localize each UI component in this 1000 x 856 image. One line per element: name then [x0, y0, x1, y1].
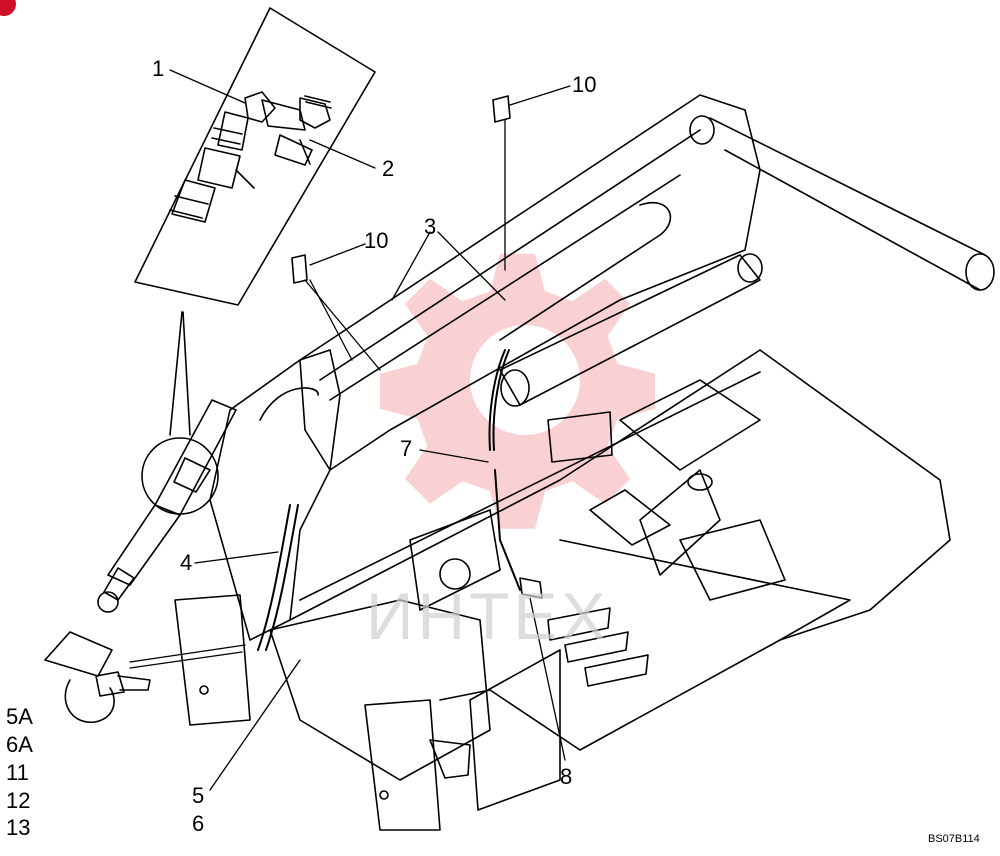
- fitting-bulkhead: [519, 577, 543, 599]
- callout-6a: 6A: [6, 732, 33, 757]
- callout-5: 5: [192, 783, 205, 808]
- front-plate: [174, 594, 561, 831]
- watermark-gear: [380, 253, 655, 529]
- callout-leaders: [129, 69, 571, 791]
- callout-10-upper: 10: [572, 72, 597, 97]
- fitting-detail-view: [134, 7, 376, 306]
- corner-badge: [0, 0, 16, 16]
- hydraulic-hoses: [257, 349, 521, 651]
- callout-6: 6: [192, 811, 205, 836]
- callout-3: 3: [424, 214, 437, 239]
- loader-arm: [259, 94, 995, 471]
- detail-leader-right: [182, 311, 191, 436]
- hydraulic-cylinder: [97, 399, 237, 613]
- callout-8: 8: [560, 764, 573, 789]
- callout-11: 11: [6, 760, 29, 785]
- callout-7: 7: [400, 436, 413, 461]
- detail-leader-left: [169, 311, 183, 436]
- hose-clip-lower: [291, 254, 308, 284]
- callout-5a: 5A: [6, 704, 33, 729]
- callout-13: 13: [6, 815, 31, 840]
- hose-clamp: [44, 631, 151, 723]
- callout-2: 2: [382, 156, 395, 181]
- callout-4: 4: [180, 550, 193, 575]
- figure-reference-code: BS07B114: [928, 833, 980, 845]
- callout-12: 12: [6, 788, 31, 813]
- watermark-text: ИНТЕХ: [366, 579, 610, 653]
- callout-10-lower: 10: [364, 228, 389, 253]
- lift-cylinder: [499, 253, 763, 407]
- callout-1: 1: [152, 56, 165, 81]
- hose-clip-upper: [492, 95, 511, 123]
